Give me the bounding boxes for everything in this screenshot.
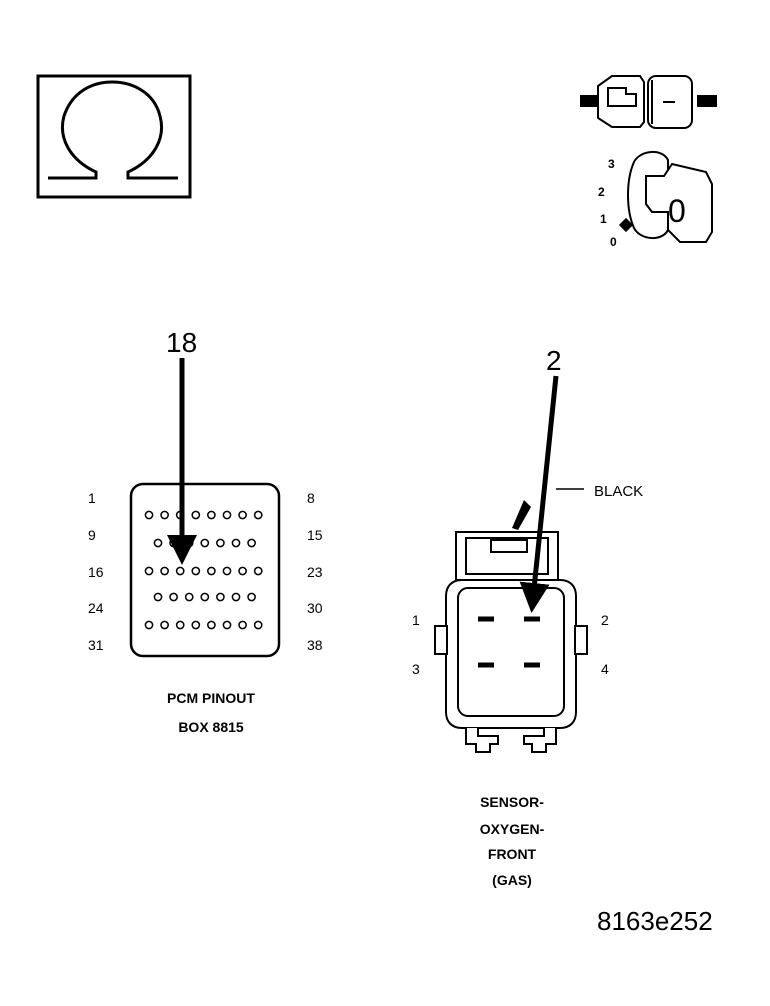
pcm-pin-cavity (207, 566, 216, 576)
pcm-pin-cavity (191, 566, 201, 576)
pcm-row-label-right-3: 23 (307, 564, 323, 580)
pcm-pin-cavity (247, 592, 256, 602)
pcm-pin-cavity (153, 538, 163, 548)
pcm-pin-cavity (216, 538, 225, 548)
pcm-pin-cavity (231, 538, 241, 548)
pcm-pin-cavity (231, 592, 241, 602)
pcm-row-label-left-4: 24 (88, 600, 104, 616)
pcm-pin-cavity (184, 538, 194, 548)
figure-id: 8163e252 (597, 906, 713, 936)
pcm-pin-cavity (253, 510, 263, 520)
ignition-position-3: 3 (608, 157, 615, 171)
pcm-pin-cavity (191, 620, 201, 630)
sensor-pin-label-3: 3 (412, 661, 420, 677)
pcm-pin-cavity (191, 510, 201, 520)
sensor-color-label: BLACK (594, 483, 643, 500)
pcm-pin-cavity (169, 538, 178, 548)
pcm-pin-cavity (216, 592, 225, 602)
sensor-title-line1: SENSOR- (480, 794, 544, 810)
pcm-title-line1: PCM PINOUT (167, 690, 255, 706)
sensor-callout-arrow (519, 375, 559, 613)
pcm-row-label-left-5: 31 (88, 637, 104, 653)
pcm-row-label-right-1: 8 (307, 490, 315, 506)
pcm-callout-pin: 18 (166, 327, 197, 358)
sensor-pin-label-1: 1 (412, 612, 420, 628)
pcm-pin-cavity (200, 538, 210, 548)
omega-icon (36, 74, 192, 199)
ignition-key-label: 0 (668, 193, 686, 229)
pcm-pin-cavity (253, 566, 263, 576)
pcm-row-label-left-2: 9 (88, 527, 96, 543)
pcm-pin-cavity (200, 592, 210, 602)
sensor-pin-label-4: 4 (601, 661, 609, 677)
pcm-pin-cavity (238, 566, 247, 576)
pcm-row-label-right-5: 38 (307, 637, 323, 653)
pcm-pin-cavity (207, 620, 216, 630)
pcm-pin-cavity (238, 620, 247, 630)
pcm-pin-cavity (144, 620, 154, 630)
pcm-title-line2: BOX 8815 (178, 719, 244, 735)
pcm-row-label-right-4: 30 (307, 600, 323, 616)
pcm-pin-cavity (247, 538, 256, 548)
pcm-row-label-left-1: 1 (88, 490, 96, 506)
pcm-pin-cavity (253, 620, 263, 630)
pcm-pin-cavity (144, 566, 154, 576)
pcm-pin-cavity (222, 510, 232, 520)
ignition-position-2: 2 (598, 185, 605, 199)
pcm-pin-cavity (160, 620, 169, 630)
pcm-pin-cavity (160, 510, 169, 520)
pcm-pin-cavity (144, 510, 154, 520)
sensor-title-line2: OXYGEN- (480, 821, 545, 837)
sensor-title-line4: (GAS) (492, 872, 532, 888)
pcm-pin-grid (144, 510, 263, 630)
pcm-row-label-left-3: 16 (88, 564, 104, 580)
pcm-pin-cavity (222, 620, 232, 630)
pcm-connector-body (129, 482, 281, 658)
pcm-pin-cavity (238, 510, 247, 520)
sensor-pin-label-2: 2 (601, 612, 609, 628)
pcm-pin-cavity (175, 620, 185, 630)
ignition-position-1: 1 (600, 212, 607, 226)
pcm-pin-cavity (184, 592, 194, 602)
ignition-position-0: 0 (610, 235, 617, 249)
pcm-pin-cavity (169, 592, 178, 602)
pcm-pin-cavity (207, 510, 216, 520)
ignition-switch-icon (580, 75, 717, 243)
pcm-pin-cavity (153, 592, 163, 602)
pcm-pin-cavity (175, 566, 185, 576)
sensor-callout-pin: 2 (546, 345, 562, 376)
sensor-connector-body (434, 500, 588, 753)
sensor-title-line3: FRONT (488, 846, 537, 862)
pcm-pin-cavity (222, 566, 232, 576)
pcm-pin-cavity (160, 566, 169, 576)
pcm-row-label-right-2: 15 (307, 527, 323, 543)
